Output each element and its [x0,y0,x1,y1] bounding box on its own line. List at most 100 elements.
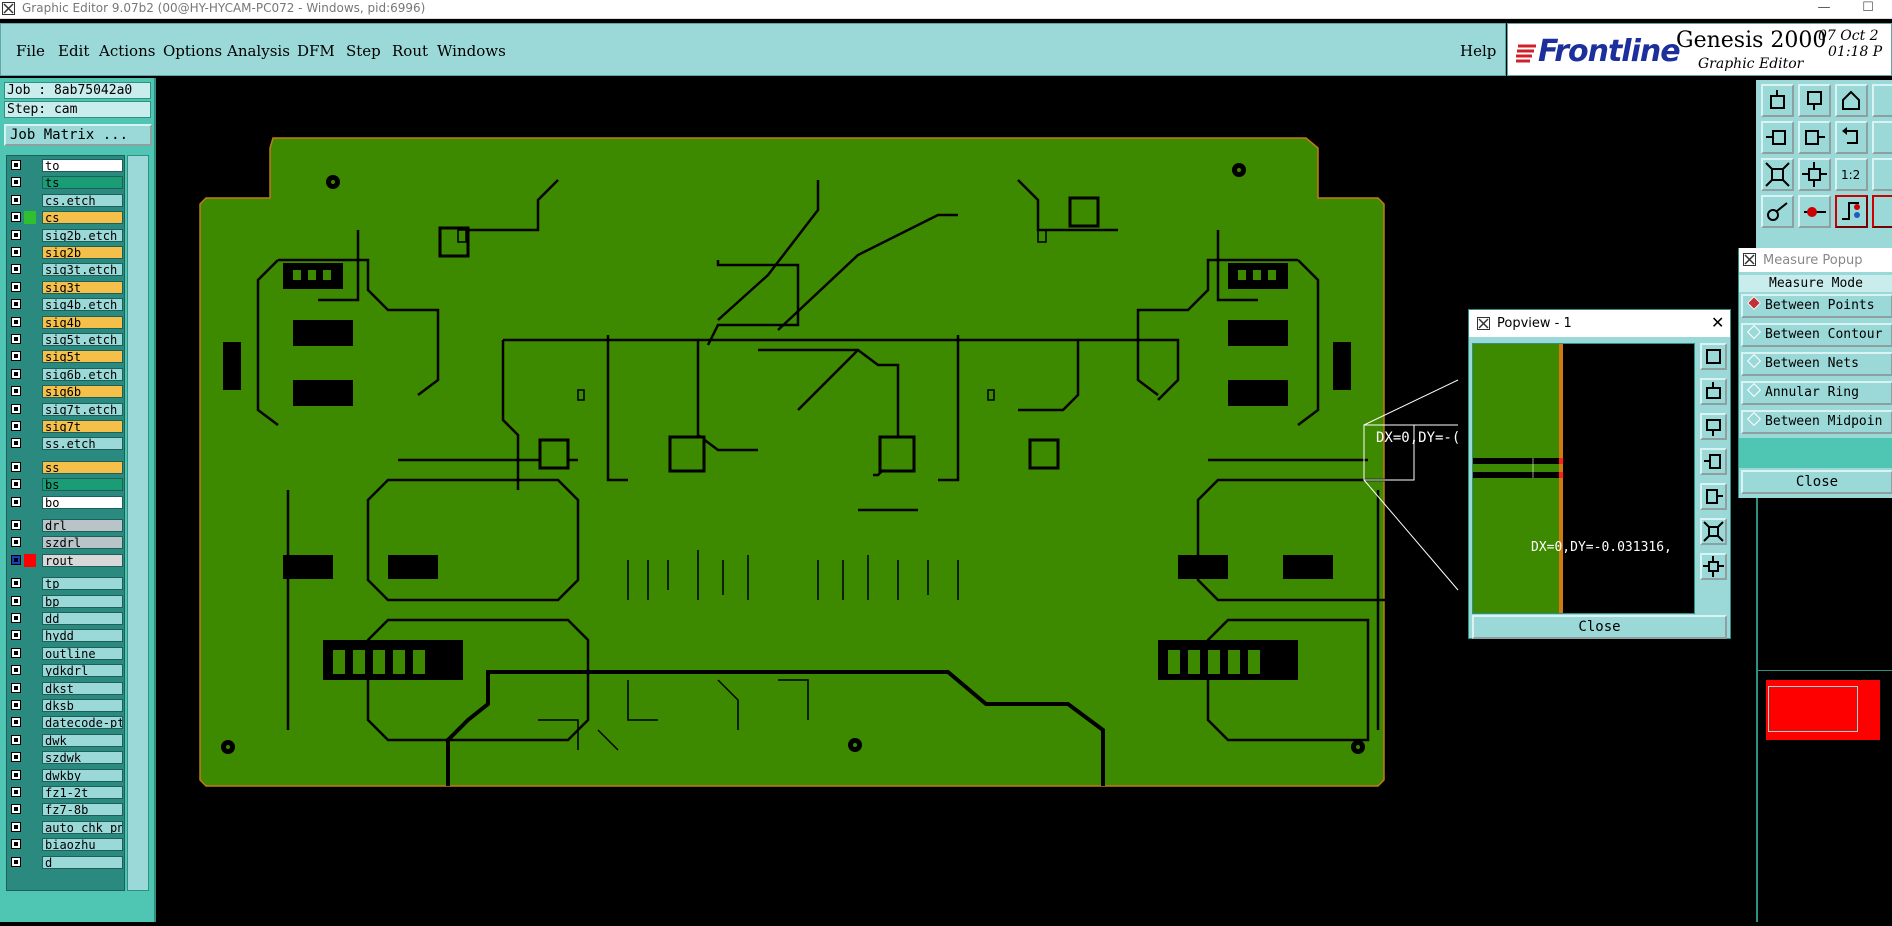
layer-row-tp[interactable]: tp [9,576,123,591]
layer-row-hydd[interactable]: hydd [9,628,123,643]
layer-name[interactable]: sig5t.etch [42,333,123,346]
measure-option-between-contour[interactable]: Between Contour [1741,323,1892,347]
layer-color-swatch[interactable] [24,211,36,225]
layer-name[interactable]: cs [42,211,123,225]
menu-actions[interactable]: Actions [99,42,156,60]
layer-color-swatch[interactable] [24,368,36,381]
layer-checkbox[interactable] [11,281,21,292]
layer-name[interactable]: sig3t.etch [42,263,123,277]
layer-name[interactable]: dkst [42,681,123,695]
layer-row-sig3t[interactable]: sig3t [9,280,123,295]
layer-checkbox[interactable] [11,421,21,431]
layer-color-swatch[interactable] [24,595,36,608]
tool-button-extra-2[interactable] [1872,121,1892,154]
layer-row-rout[interactable]: rout [9,553,123,568]
layer-name[interactable]: ss [42,460,123,474]
tool-button-signal[interactable] [1835,195,1868,228]
tool-button-down[interactable] [1798,84,1831,117]
layer-name[interactable]: sig4b.etch [42,298,123,312]
layer-color-swatch[interactable] [24,496,36,509]
layer-color-swatch[interactable] [24,316,36,329]
tool-button-right[interactable] [1798,121,1831,154]
layer-color-swatch[interactable] [24,246,36,259]
layer-row-bp[interactable]: bp [9,594,123,609]
layer-checkbox[interactable] [11,212,21,223]
layer-name[interactable]: sig4b [42,315,123,329]
popview-tool-button-5[interactable] [1700,483,1727,510]
layer-color-swatch[interactable] [24,734,36,747]
layer-row-drl[interactable]: drl [9,518,123,533]
layer-checkbox[interactable] [11,438,21,449]
layer-name[interactable]: bo [42,495,123,509]
layer-color-swatch[interactable] [24,333,36,346]
tool-button-extra-4[interactable] [1872,195,1892,228]
tool-button-extra-3[interactable] [1872,158,1892,191]
menu-edit[interactable]: Edit [58,42,90,60]
layer-name[interactable]: sig7t [42,420,123,433]
layer-name[interactable]: sig6b [42,385,123,399]
layer-row-d[interactable]: d [9,855,123,870]
overview-thumbnail[interactable] [1766,680,1880,740]
measure-close-button[interactable]: Close [1741,470,1892,494]
layer-color-swatch[interactable] [24,821,36,834]
layer-name[interactable]: fz1-2t [42,786,123,799]
layer-row-to[interactable]: to [9,158,123,173]
layer-name[interactable]: bs [42,478,123,492]
layer-color-swatch[interactable] [24,751,36,764]
layer-checkbox[interactable] [11,351,21,362]
layer-color-swatch[interactable] [24,478,36,491]
layer-name[interactable]: to [42,159,123,172]
layer-checkbox[interactable] [11,479,21,490]
tool-button-measure[interactable] [1798,195,1831,228]
layer-checkbox[interactable] [11,334,21,344]
layer-row-dwk[interactable]: dwk [9,733,123,748]
menu-step[interactable]: Step [346,42,381,60]
layer-name[interactable]: ss.etch [42,437,123,451]
layer-name[interactable]: biaozhu [42,838,123,852]
popview-tool-button-4[interactable] [1700,448,1727,475]
menu-dfm[interactable]: DFM [297,42,335,60]
layer-name[interactable]: dwkby [42,768,123,782]
layer-checkbox[interactable] [11,160,21,170]
layer-row-sig4b[interactable]: sig4b [9,315,123,330]
layer-color-swatch[interactable] [24,629,36,642]
layer-checkbox[interactable] [11,717,21,728]
layer-color-swatch[interactable] [24,519,36,532]
layer-color-swatch[interactable] [24,385,36,398]
restore-button[interactable]: ☐ [1862,0,1874,15]
layer-checkbox[interactable] [11,630,21,641]
layer-row-outline[interactable]: outline [9,646,123,661]
layer-color-swatch[interactable] [24,403,36,416]
layer-row-szdrl[interactable]: szdrl [9,535,123,550]
layer-row-bo[interactable]: bo [9,495,123,510]
popview-close-button[interactable]: Close [1472,615,1727,639]
menu-analysis[interactable]: Analysis [227,42,290,60]
layer-checkbox[interactable] [11,821,21,832]
layer-color-swatch[interactable] [24,437,36,450]
menu-help[interactable]: Help [1460,42,1497,60]
layer-name[interactable]: dwk [42,733,123,747]
layer-checkbox[interactable] [11,299,21,310]
layer-row-dwkby[interactable]: dwkby [9,768,123,783]
layer-row-sig5t-etch[interactable]: sig5t.etch [9,332,123,347]
layer-checkbox[interactable] [11,537,21,548]
layer-checkbox[interactable] [11,177,21,188]
layer-checkbox[interactable] [11,403,21,414]
layer-color-swatch[interactable] [24,420,36,433]
layer-checkbox[interactable] [11,665,21,676]
measure-option-between-nets[interactable]: Between Nets [1741,352,1892,376]
layer-row-fz1-2t[interactable]: fz1-2t [9,785,123,800]
tool-button-up[interactable] [1761,84,1794,117]
tool-button-snap[interactable] [1761,195,1794,228]
measure-option-between-midpoints[interactable]: Between Midpoin [1741,410,1892,434]
layer-row-sig7t-etch[interactable]: sig7t.etch [9,402,123,417]
layer-color-swatch[interactable] [24,682,36,695]
menu-options[interactable]: Options [163,42,223,60]
layer-checkbox[interactable] [11,769,21,780]
layer-checkbox[interactable] [11,647,21,658]
layer-checkbox[interactable] [11,264,21,275]
layer-name[interactable]: sig5t [42,350,123,364]
layer-checkbox[interactable] [11,839,21,850]
layer-name[interactable]: outline [42,646,123,660]
layer-name[interactable]: szdwk [42,751,123,765]
